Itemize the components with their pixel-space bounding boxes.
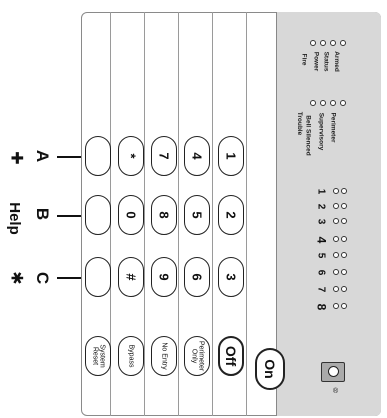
function-key-c[interactable] <box>85 257 111 297</box>
key-9-label: 9 <box>156 273 172 281</box>
key-star-label: * <box>123 153 139 159</box>
key-8[interactable]: 8 <box>151 195 177 235</box>
column-divider <box>144 12 145 416</box>
power-led <box>320 40 326 46</box>
off-label: Off <box>223 345 239 367</box>
zone-2-label: 2 <box>315 203 327 210</box>
key-hash[interactable]: # <box>118 257 144 297</box>
zone-8-label: 8 <box>314 303 329 311</box>
arrow-c <box>57 277 91 279</box>
system-reset-label: System Reset <box>91 344 106 368</box>
no-entry-key[interactable]: No Entry <box>151 336 177 376</box>
zone-5-led <box>333 252 339 258</box>
key-8-label: 8 <box>156 211 172 219</box>
key-7-label: 7 <box>156 152 172 160</box>
trouble-led <box>310 100 316 106</box>
supervisory-label: Supervisory <box>317 112 325 151</box>
zone-7-label: 7 <box>315 286 327 293</box>
bell-silenced-label: Bell Silenced <box>304 115 312 156</box>
on-label: On <box>262 359 278 379</box>
armed-led <box>340 40 346 46</box>
zone-2-led <box>333 203 339 209</box>
zone-1-led-b <box>341 188 347 194</box>
zone-1-label: 1 <box>315 188 327 195</box>
fire-label: Fire <box>300 53 308 66</box>
armed-label: Armed <box>332 51 340 72</box>
bypass-label: Bypass <box>127 344 135 368</box>
help-label: Help <box>5 202 23 235</box>
arrow-b <box>57 215 91 217</box>
status-label: Status <box>322 51 330 72</box>
column-divider <box>246 12 247 416</box>
key-5[interactable]: 5 <box>184 195 210 235</box>
bell-silenced-led <box>320 100 326 106</box>
key-4[interactable]: 4 <box>184 136 210 176</box>
zone-3-led-b <box>341 218 347 224</box>
home-only-key[interactable]: Perimeter Only <box>184 336 210 376</box>
zone-8-led <box>333 303 339 309</box>
function-key-b-label: B <box>33 207 53 221</box>
medical-icon: ✱ <box>7 271 25 285</box>
no-entry-label: No Entry <box>160 342 168 370</box>
police-icon: ✚ <box>7 151 25 165</box>
power-label: Power <box>312 51 320 72</box>
zone-5-led-b <box>341 252 347 258</box>
key-0[interactable]: 0 <box>118 195 144 235</box>
column-divider <box>178 12 179 416</box>
on-key[interactable]: On <box>255 348 285 390</box>
zone-4-led <box>333 236 339 242</box>
status-led <box>330 40 336 46</box>
function-key-a-label: A <box>33 149 53 163</box>
zone-4-label: 4 <box>314 236 329 244</box>
key-2-label: 2 <box>223 211 239 219</box>
zone-6-led <box>333 269 339 275</box>
status-panel <box>276 12 381 416</box>
key-0-label: 0 <box>123 211 139 219</box>
function-key-a[interactable] <box>85 136 111 176</box>
key-2[interactable]: 2 <box>218 195 244 235</box>
arrow-a <box>57 156 91 158</box>
zone-1-led <box>333 188 339 194</box>
off-key[interactable]: Off <box>218 336 244 376</box>
trouble-label: Trouble <box>296 111 304 136</box>
perimeter-led <box>340 100 346 106</box>
bypass-key[interactable]: Bypass <box>118 336 144 376</box>
badge-icon <box>321 362 345 382</box>
registered-icon: ® <box>333 388 339 395</box>
perimeter-label: Perimeter <box>329 112 337 143</box>
column-divider <box>212 12 213 416</box>
zone-7-led-b <box>341 286 347 292</box>
key-star[interactable]: * <box>118 136 144 176</box>
key-7[interactable]: 7 <box>151 136 177 176</box>
system-reset-key[interactable]: System Reset <box>85 336 111 376</box>
key-3[interactable]: 3 <box>218 257 244 297</box>
zone-7-led <box>333 286 339 292</box>
function-key-c-label: C <box>33 271 53 285</box>
zone-6-led-b <box>341 269 347 275</box>
key-1-label: 1 <box>223 152 239 160</box>
key-4-label: 4 <box>189 152 205 160</box>
fire-led <box>310 40 316 46</box>
key-1[interactable]: 1 <box>218 136 244 176</box>
home-only-label: Perimeter Only <box>190 340 205 372</box>
function-key-b[interactable] <box>85 195 111 235</box>
zone-6-label: 6 <box>315 269 327 276</box>
key-9[interactable]: 9 <box>151 257 177 297</box>
key-hash-label: # <box>123 273 139 281</box>
zone-3-label: 3 <box>315 218 327 225</box>
zone-5-label: 5 <box>315 252 327 259</box>
zone-3-led <box>333 218 339 224</box>
zone-4-led-b <box>341 236 347 242</box>
key-6[interactable]: 6 <box>184 257 210 297</box>
supervisory-led <box>330 100 336 106</box>
key-3-label: 3 <box>223 273 239 281</box>
key-5-label: 5 <box>189 211 205 219</box>
zone-2-led-b <box>341 203 347 209</box>
zone-8-led-b <box>341 303 347 309</box>
key-6-label: 6 <box>189 273 205 281</box>
